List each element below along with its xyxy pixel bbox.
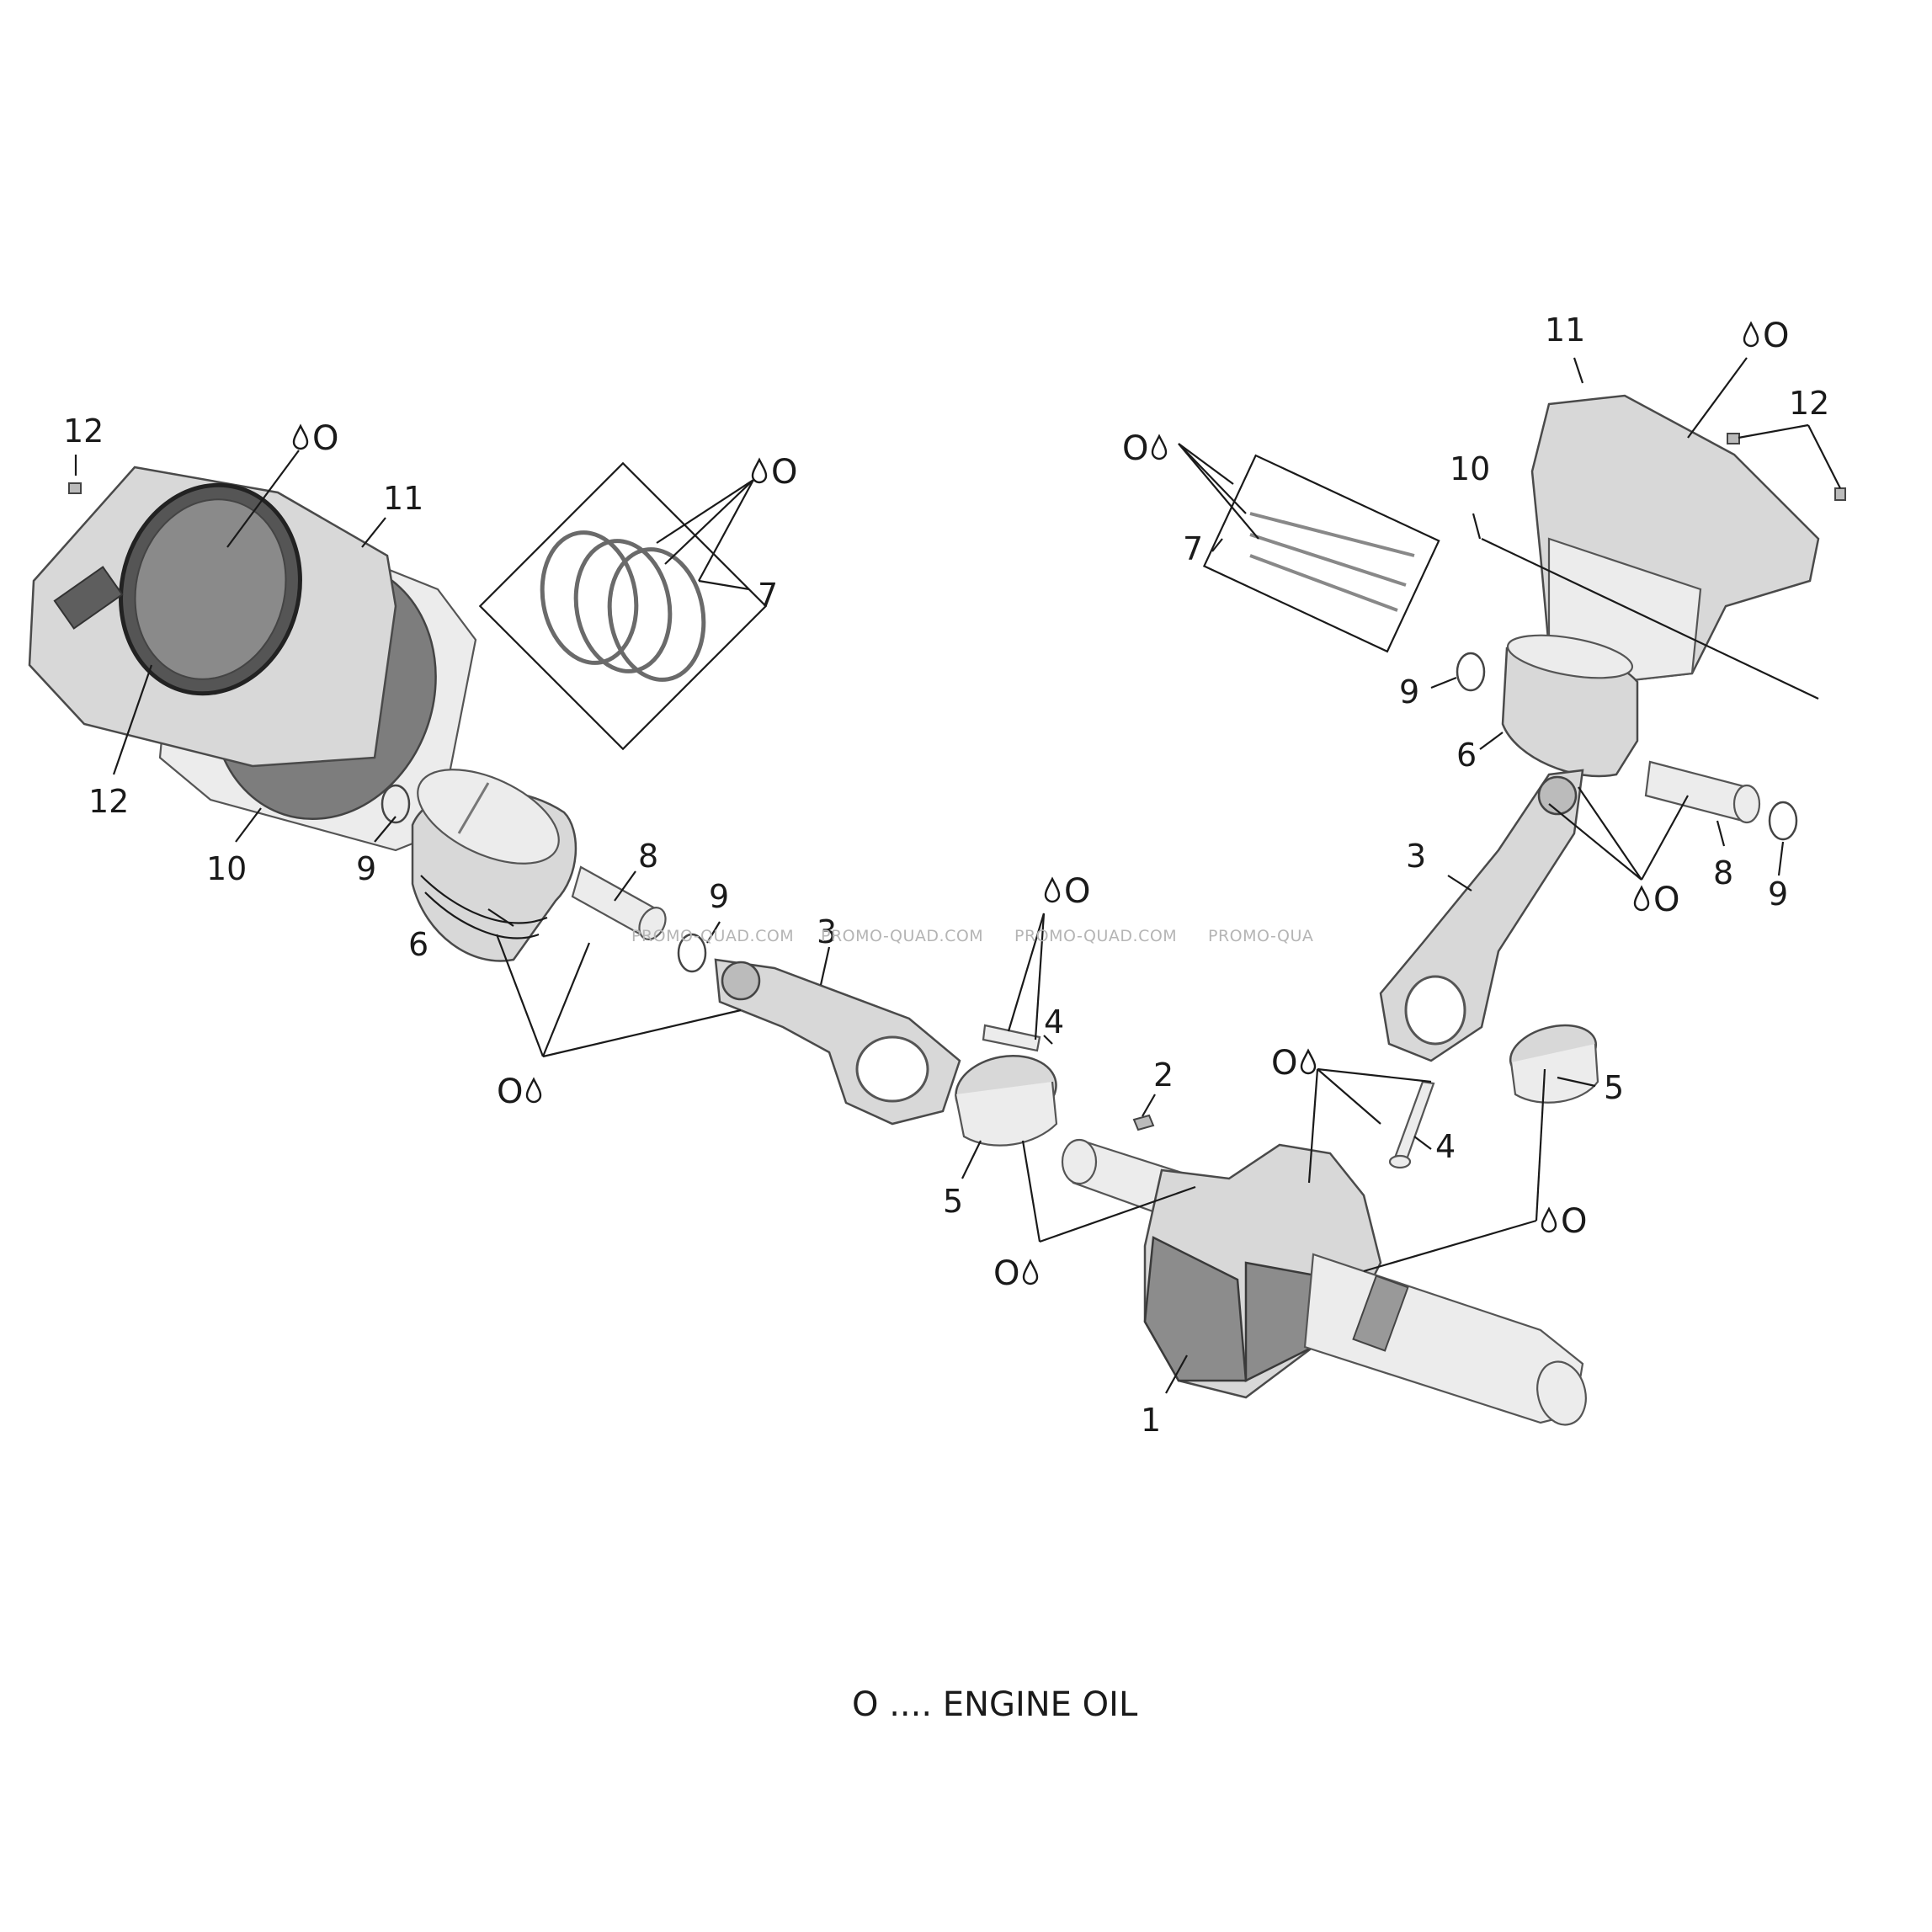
right-rod-bolt bbox=[1388, 1080, 1435, 1169]
callout-9: 9 bbox=[1768, 876, 1788, 913]
oil-drop-icon bbox=[292, 424, 309, 450]
right-connecting-rod bbox=[1379, 769, 1584, 1062]
oil-marker: O bbox=[292, 419, 338, 458]
right-circlip-b bbox=[1768, 801, 1798, 841]
left-cylinder-assembly bbox=[28, 466, 477, 852]
callout-11: 11 bbox=[383, 480, 423, 517]
watermarks: PROMO-QUAD.COM PROMO-QUAD.COM PROMO-QUAD… bbox=[631, 927, 1313, 945]
right-dowel-a bbox=[1727, 433, 1740, 444]
right-piston bbox=[1501, 634, 1639, 778]
oil-marker: O bbox=[497, 1072, 542, 1111]
crankshaft bbox=[1061, 1138, 1587, 1426]
callout-6: 6 bbox=[1456, 737, 1477, 774]
left-connecting-rod bbox=[714, 958, 961, 1126]
left-cylinder-bore-inner bbox=[134, 498, 287, 680]
callout-9: 9 bbox=[356, 850, 376, 887]
svg-text:O: O bbox=[497, 1072, 523, 1111]
left-piston bbox=[411, 769, 577, 962]
right-rings-box bbox=[1202, 454, 1440, 653]
svg-text:O: O bbox=[993, 1254, 1019, 1293]
svg-text:O: O bbox=[1271, 1044, 1297, 1083]
callout-9: 9 bbox=[1399, 673, 1419, 711]
watermark-text: PROMO-QUAD.COM bbox=[821, 927, 983, 945]
oil-markers: O O O O O O O O O bbox=[292, 317, 1789, 1293]
right-piston-pin bbox=[1644, 760, 1761, 824]
oil-drop-icon bbox=[1022, 1259, 1039, 1285]
svg-text:O: O bbox=[1122, 429, 1148, 468]
svg-text:O: O bbox=[771, 453, 797, 492]
left-rod-bolt bbox=[982, 1024, 1041, 1052]
callout-7: 7 bbox=[1183, 530, 1203, 567]
callout-3: 3 bbox=[817, 913, 837, 950]
svg-text:O: O bbox=[1763, 317, 1789, 355]
left-dowel-top bbox=[68, 482, 82, 494]
oil-drop-icon bbox=[751, 458, 768, 484]
callout-12: 12 bbox=[88, 783, 129, 820]
oil-drop-icon bbox=[1633, 886, 1650, 912]
left-piston-pin bbox=[571, 865, 667, 940]
watermark-text: PROMO-QUAD.COM bbox=[1014, 927, 1177, 945]
callout-10: 10 bbox=[1450, 450, 1490, 487]
callout-numbers: 12 11 12 10 9 6 7 8 9 3 4 5 2 1 4 5 3 8 … bbox=[63, 311, 1829, 1439]
oil-drop-icon bbox=[1541, 1207, 1557, 1233]
oil-marker: O bbox=[1122, 429, 1168, 468]
oil-marker: O bbox=[1044, 872, 1090, 911]
callout-8: 8 bbox=[1713, 854, 1733, 891]
legend-engine-oil: O .... ENGINE OIL bbox=[852, 1685, 1138, 1724]
callout-11: 11 bbox=[1545, 311, 1585, 349]
svg-text:O: O bbox=[312, 419, 338, 458]
callout-4: 4 bbox=[1044, 1003, 1064, 1041]
callout-5: 5 bbox=[943, 1183, 963, 1220]
svg-text:O: O bbox=[1561, 1202, 1587, 1241]
callout-6: 6 bbox=[408, 926, 428, 963]
oil-drop-icon bbox=[1044, 877, 1061, 903]
oil-drop-icon bbox=[1743, 322, 1759, 348]
callout-2: 2 bbox=[1153, 1056, 1174, 1094]
oil-marker: O bbox=[751, 453, 797, 492]
oil-drop-icon bbox=[525, 1078, 542, 1104]
watermark-text: PROMO-QUAD.COM bbox=[631, 927, 794, 945]
oil-marker: O bbox=[1541, 1202, 1587, 1241]
callout-8: 8 bbox=[638, 838, 658, 875]
left-rings-box bbox=[478, 461, 768, 751]
callout-1: 1 bbox=[1141, 1402, 1161, 1439]
oil-drop-icon bbox=[1151, 434, 1168, 460]
left-cylinder-port bbox=[53, 566, 124, 630]
callout-12: 12 bbox=[63, 412, 104, 450]
oil-marker: O bbox=[993, 1254, 1039, 1293]
right-bearing bbox=[1509, 1024, 1599, 1104]
callout-10: 10 bbox=[206, 850, 247, 887]
callout-12: 12 bbox=[1789, 385, 1829, 422]
oil-marker: O bbox=[1271, 1044, 1317, 1083]
oil-drop-icon bbox=[1300, 1049, 1317, 1075]
callout-4: 4 bbox=[1435, 1128, 1456, 1165]
callout-7: 7 bbox=[758, 577, 778, 614]
callout-5: 5 bbox=[1604, 1069, 1624, 1106]
svg-text:O: O bbox=[1653, 881, 1679, 919]
leader-lines bbox=[74, 357, 1841, 1394]
svg-text:O: O bbox=[1064, 872, 1090, 911]
right-dowel-b bbox=[1834, 487, 1846, 501]
watermark-text: PROMO-QUA bbox=[1208, 927, 1313, 945]
oil-marker: O bbox=[1743, 317, 1789, 355]
crank-key bbox=[1132, 1114, 1155, 1131]
callout-3: 3 bbox=[1406, 838, 1426, 875]
right-piston-rings bbox=[1249, 512, 1415, 612]
oil-marker: O bbox=[1633, 881, 1679, 919]
left-piston-rings bbox=[540, 530, 706, 682]
left-circlip-b bbox=[677, 933, 707, 973]
left-circlip-a bbox=[381, 784, 411, 824]
right-circlip-a bbox=[1456, 652, 1486, 692]
left-bearing bbox=[954, 1055, 1058, 1147]
callout-9: 9 bbox=[709, 878, 729, 915]
